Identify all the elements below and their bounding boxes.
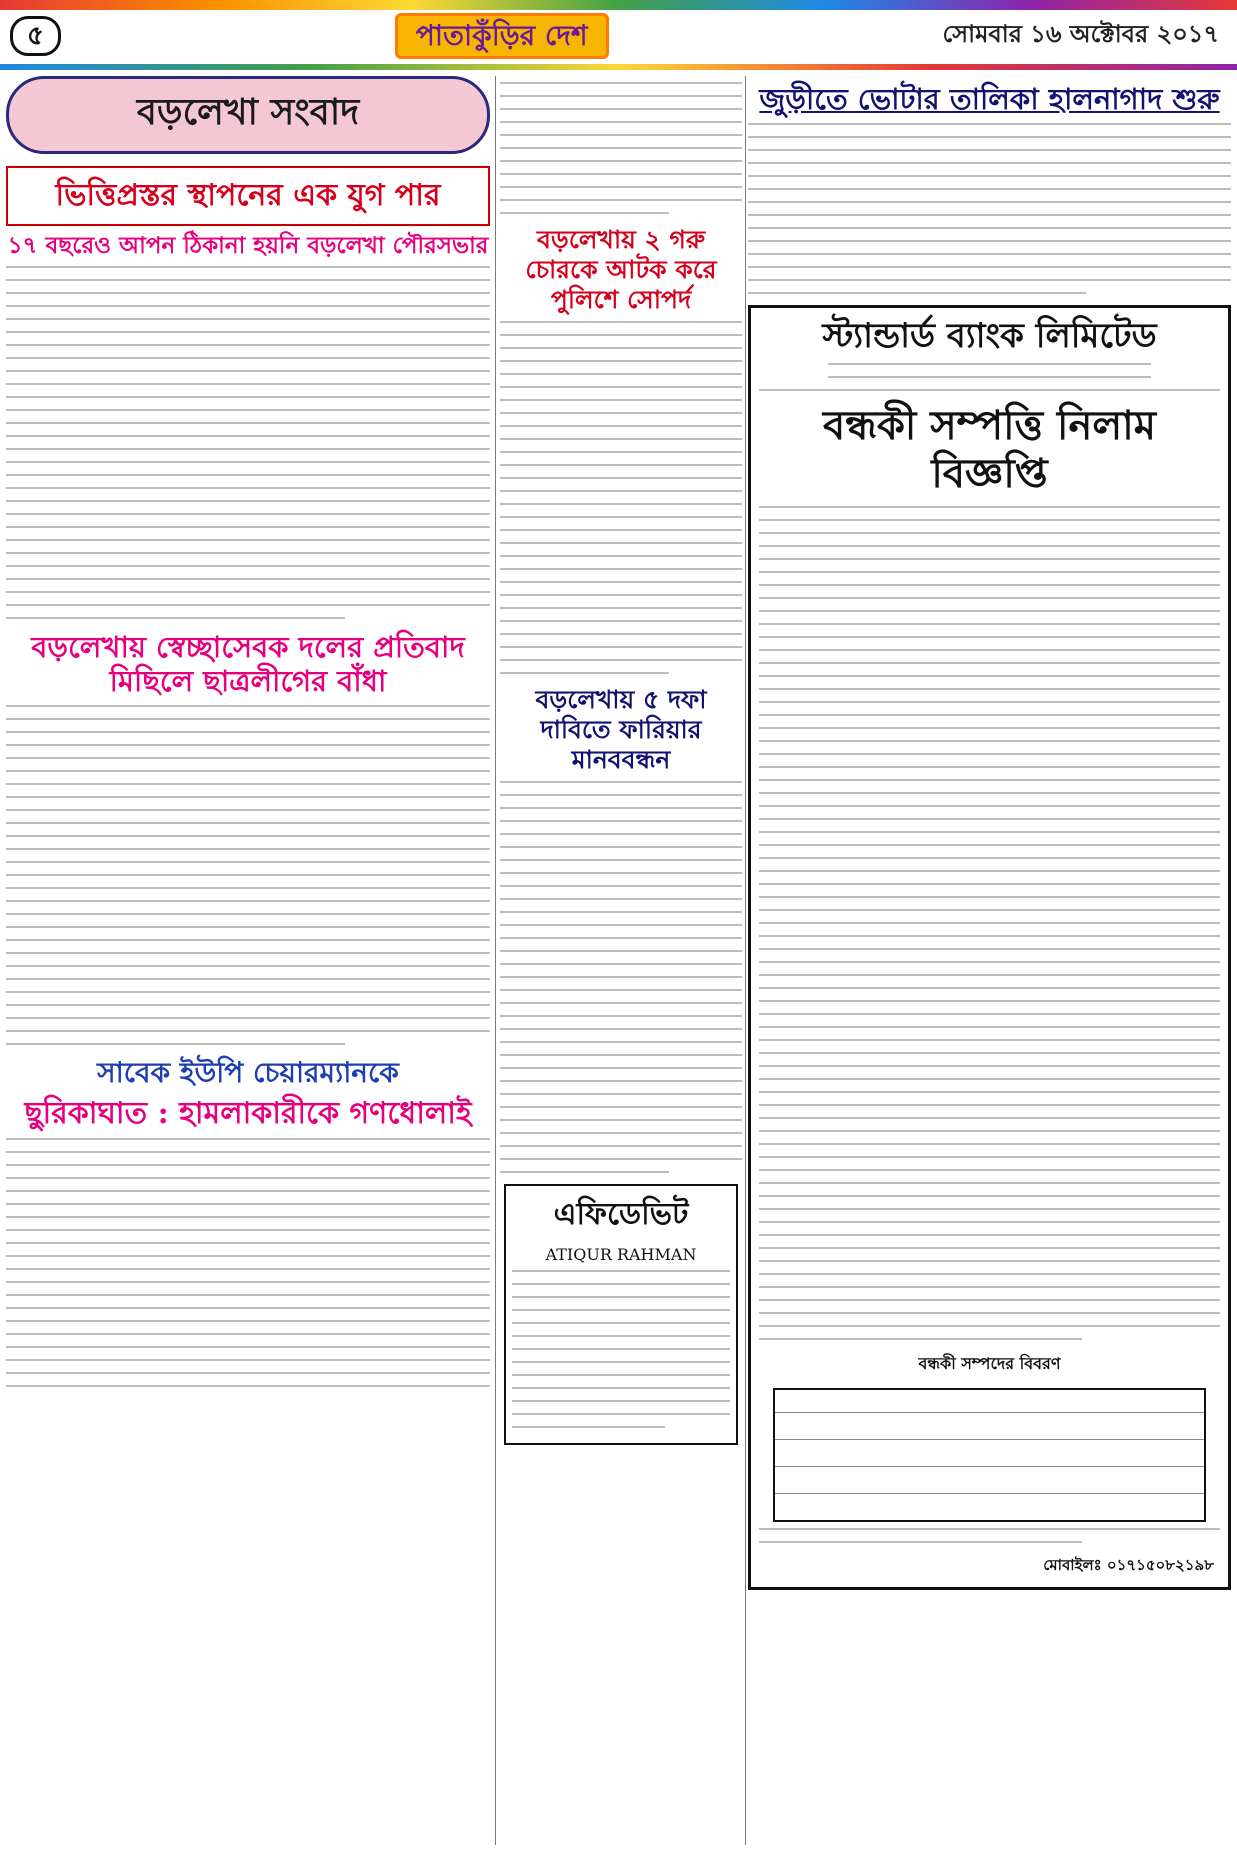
article-body [500,321,742,674]
schedule-title: বন্ধকী সম্পদের বিবরণ [918,1353,1061,1373]
subheadline: ১৭ বছরেও আপন ঠিকানা হয়নি বড়লেখা পৌরসভা… [7,232,489,259]
subheadline: ছুরিকাঘাত : হামলাকারীকে গণধোলাই [24,1095,472,1131]
notice-body [759,505,1220,1340]
top-color-strip [0,0,1237,10]
header-rule [0,64,1237,70]
column-divider [745,76,746,1845]
column-divider [495,76,496,1845]
notice-title: বন্ধকী সম্পত্তি নিলাম বিজ্ঞপ্তি [823,401,1156,497]
page-number: ৫ [10,16,61,56]
masthead: পাতাকুঁড়ির দেশ [394,13,609,59]
left-column: বড়লেখা সংবাদ ভিত্তিপ্রস্তর স্থাপনের এক … [6,76,490,1847]
article-body [500,781,742,1173]
article-body [6,265,490,619]
headline: বড়লেখায় ৫ দফা দাবিতে ফারিয়ার মানববন্ধ… [535,685,707,774]
headline: ভিত্তিপ্রস্তর স্থাপনের এক যুগ পার [55,178,441,213]
boundary-lines [759,1527,1220,1543]
issue-date: সোমবার ১৬ অক্টোবর ২০১৭ [942,20,1219,48]
property-schedule-table [773,1387,1206,1522]
affidavit-title: এফিডেভিট [553,1197,689,1232]
article-body [6,705,490,1046]
middle-column: বড়লেখায় ২ গরু চোরকে আটক করে পুলিশে সোপ… [500,76,742,1847]
right-column: জুড়ীতে ভোটার তালিকা হালনাগাদ শুরু স্ট্য… [748,76,1231,1847]
auction-notice-ad: স্ট্যান্ডার্ড ব্যাংক লিমিটেড বন্ধকী সম্প… [748,304,1231,1590]
headline: বড়লেখায় স্বেচ্ছাসেবক দলের প্রতিবাদ মিছ… [31,629,465,699]
affidavit-name: ATIQUR RAHMAN [545,1245,697,1264]
headline-box: ভিত্তিপ্রস্তর স্থাপনের এক যুগ পার [6,166,490,226]
article-body [6,1137,490,1387]
section-title: বড়লেখা সংবাদ [6,76,490,154]
bank-name: স্ট্যান্ডার্ড ব্যাংক লিমিটেড [822,315,1157,356]
headline: জুড়ীতে ভোটার তালিকা হালনাগাদ শুরু [759,82,1220,116]
headline: বড়লেখায় ২ গরু চোরকে আটক করে পুলিশে সোপ… [525,225,717,314]
article-body [748,122,1231,294]
affidavit-box: এফিডেভিট ATIQUR RAHMAN [504,1184,738,1445]
page-header: ৫ পাতাকুঁড়ির দেশ সোমবার ১৬ অক্টোবর ২০১৭ [0,10,1237,62]
branch-lines [759,362,1220,391]
affidavit-body [512,1270,730,1428]
branch-phone: মোবাইলঃ ০১৭১৫০৮২১৯৮ [1043,1555,1214,1574]
article-body [500,82,742,214]
headline: সাবেক ইউপি চেয়ারম্যানকে [97,1056,399,1090]
